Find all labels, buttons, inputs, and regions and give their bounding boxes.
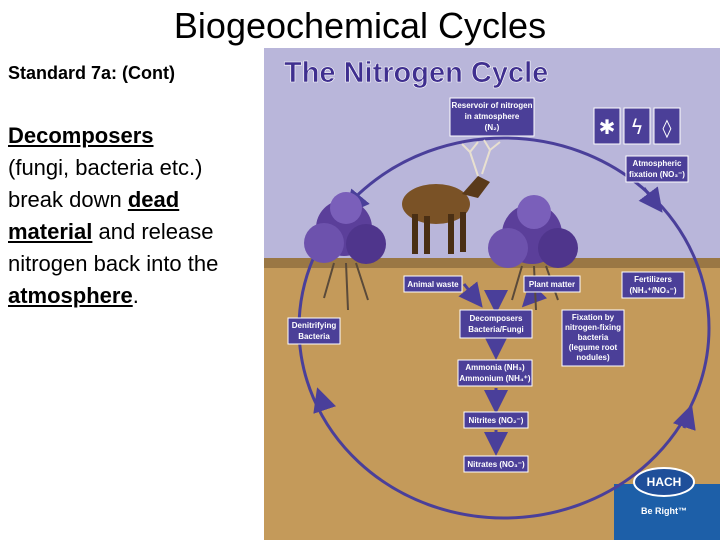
svg-text:in atmosphere: in atmosphere [465, 112, 520, 121]
body-paragraph: Decomposers (fungi, bacteria etc.) break… [8, 120, 258, 312]
body-line-2: and release nitrogen back into the [8, 219, 219, 276]
label-plant-matter: Plant matter [523, 275, 581, 293]
water-drop-icon: ◊ [663, 118, 672, 139]
svg-text:Plant matter: Plant matter [529, 280, 575, 289]
logo-tagline: Be Right™ [641, 506, 687, 516]
svg-text:nitrogen-fixing: nitrogen-fixing [565, 323, 621, 332]
logo-brand: HACH [647, 475, 682, 489]
label-animal-waste: Animal waste [403, 275, 463, 293]
svg-text:Ammonia (NH₃): Ammonia (NH₃) [465, 363, 525, 372]
snowflake-icon: ✱ [599, 115, 616, 139]
svg-text:Ammonium (NH₄⁺): Ammonium (NH₄⁺) [459, 374, 530, 383]
label-nitrites: Nitrites (NO₂⁻) [463, 411, 529, 429]
figure-title: The Nitrogen Cycle [284, 57, 548, 89]
term-decomposers: Decomposers [8, 123, 154, 148]
label-denitrifying: Denitrifying Bacteria [287, 317, 341, 345]
nitrogen-cycle-diagram: The Nitrogen Cycle [264, 48, 720, 540]
slide-title: Biogeochemical Cycles [173, 5, 547, 46]
svg-text:Fertilizers: Fertilizers [634, 275, 672, 284]
svg-text:Animal waste: Animal waste [407, 280, 459, 289]
label-fertilizers: Fertilizers (NH₄⁺/NO₃⁻) [621, 271, 685, 299]
svg-text:Nitrates (NO₃⁻): Nitrates (NO₃⁻) [467, 460, 525, 469]
svg-text:(legume root: (legume root [569, 343, 618, 352]
svg-text:Atmospheric: Atmospheric [633, 159, 682, 168]
svg-text:Bacteria/Fungi: Bacteria/Fungi [468, 325, 524, 334]
label-nitrates: Nitrates (NO₃⁻) [463, 455, 529, 473]
shrub-right [488, 195, 578, 311]
svg-text:Reservoir of nitrogen: Reservoir of nitrogen [452, 101, 533, 110]
nitrogen-cycle-figure: The Nitrogen Cycle [264, 48, 720, 540]
label-atmospheric-fixation: Atmospheric fixation (NO₃⁻) [625, 155, 689, 183]
svg-text:Bacteria: Bacteria [298, 332, 330, 341]
svg-text:nodules): nodules) [576, 353, 610, 362]
weather-icons: ✱ ϟ ◊ [593, 107, 681, 145]
shrub-left [304, 192, 386, 311]
slide-subtitle: Standard 7a: (Cont) [8, 63, 176, 83]
svg-text:Denitrifying: Denitrifying [292, 321, 337, 330]
svg-text:(N₂): (N₂) [485, 123, 500, 132]
svg-text:Decomposers: Decomposers [470, 314, 523, 323]
svg-text:Nitrites (NO₂⁻): Nitrites (NO₂⁻) [469, 416, 524, 425]
elk-illustration [402, 139, 501, 254]
hach-logo: HACH Be Right™ [633, 467, 695, 516]
label-fixation-bacteria: Fixation by nitrogen-fixing bacteria (le… [561, 309, 625, 367]
svg-text:Fixation by: Fixation by [572, 313, 615, 322]
svg-text:(NH₄⁺/NO₃⁻): (NH₄⁺/NO₃⁻) [629, 286, 676, 295]
label-ammonia: Ammonia (NH₃) Ammonium (NH₄⁺) [457, 359, 533, 387]
emphasis-atmosphere: atmosphere [8, 283, 133, 308]
lightning-icon: ϟ [630, 115, 643, 139]
body-line-1: (fungi, bacteria etc.) break down [8, 155, 203, 212]
svg-text:fixation (NO₃⁻): fixation (NO₃⁻) [629, 170, 685, 179]
body-end: . [132, 283, 139, 308]
svg-text:bacteria: bacteria [578, 333, 609, 342]
label-reservoir: Reservoir of nitrogen in atmosphere (N₂) [449, 97, 535, 137]
emphasis-dead-material: dead material [8, 187, 180, 244]
label-decomposers: Decomposers Bacteria/Fungi [459, 309, 533, 339]
